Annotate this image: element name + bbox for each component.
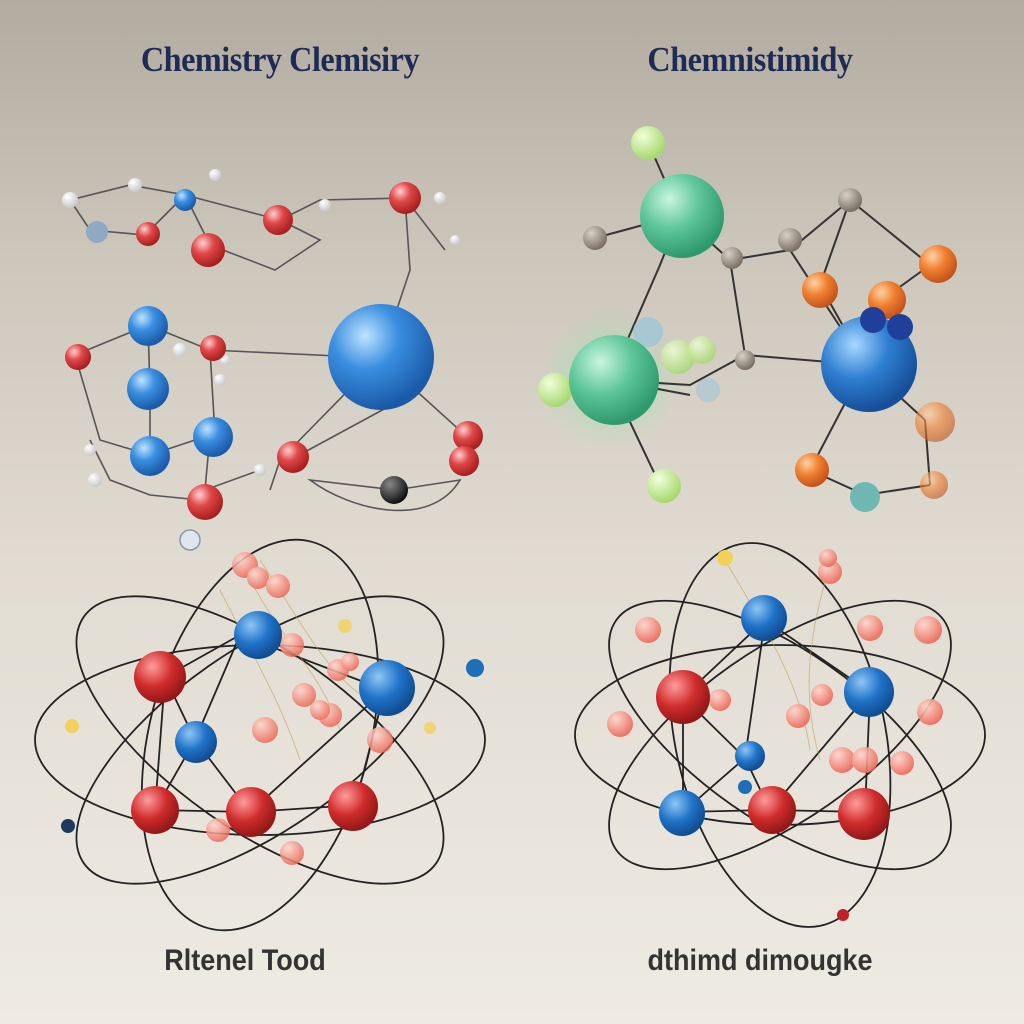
caption-right: dthimd dimougke bbox=[647, 944, 873, 977]
orbital-diagram-bottom-left bbox=[20, 520, 500, 940]
molecule-diagram-top-left bbox=[50, 140, 510, 540]
caption-left: Rltenel Tood bbox=[164, 944, 326, 977]
title-right: Chemnistimidy bbox=[647, 40, 853, 79]
orbital-bottom-right-svg bbox=[574, 542, 986, 928]
orbital-bottom-left-svg bbox=[34, 529, 486, 932]
orbital-diagram-bottom-right bbox=[560, 520, 1000, 940]
title-left: Chemistry Clemisiry bbox=[140, 40, 420, 79]
molecule-diagram-top-right bbox=[530, 110, 980, 530]
molecule-top-left-svg bbox=[62, 169, 483, 520]
molecule-top-right-svg bbox=[538, 126, 957, 512]
